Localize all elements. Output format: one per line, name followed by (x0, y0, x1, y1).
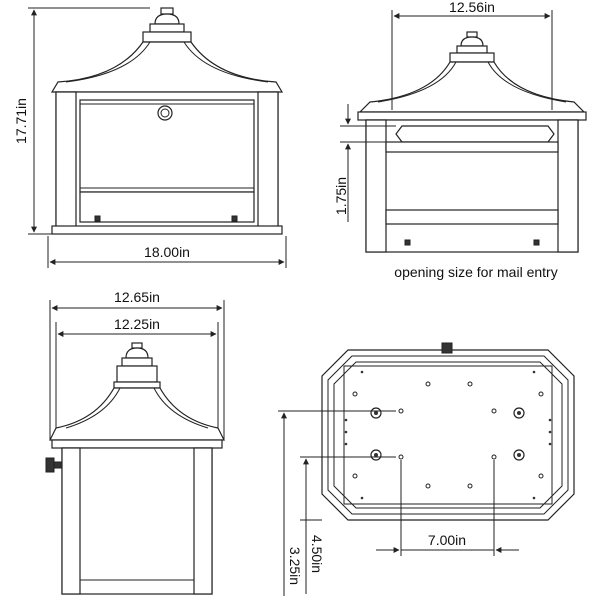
side-body (61, 447, 213, 595)
front-width-label: 18.00in (144, 244, 190, 260)
hole-spacing-h-label: 7.00in (428, 532, 466, 548)
hole-offset-label: 3.25in (287, 547, 303, 585)
side-opening-width-dimension: 12.56in (391, 0, 553, 110)
opening-height-label: 1.75in (333, 177, 349, 215)
side-roof (49, 387, 225, 441)
side-opening-finial (449, 31, 495, 63)
side-opening-view: 12.56in 1.75in opening size for mail ent… (333, 0, 587, 280)
side-inner-width-label: 12.25in (114, 316, 160, 332)
hole-offset-dimension: 3.25in (278, 410, 396, 596)
opening-height-dimension: 1.75in (333, 104, 396, 222)
bottom-outer-frame (321, 349, 575, 521)
small-holes (352, 381, 544, 489)
hole-spacing-h-dimension: 7.00in (376, 460, 519, 556)
front-door-lock (157, 105, 173, 121)
side-view: 12.65in 12.25in (45, 289, 225, 595)
side-opening-roof (358, 61, 586, 113)
side-outer-width-dimension: 12.65in (49, 289, 225, 440)
side-opening-width-label: 12.56in (449, 0, 495, 15)
front-roof (50, 41, 284, 93)
bottom-view: 7.00in 4.50in 3.25in (278, 342, 575, 596)
bottom-plate (343, 365, 553, 505)
hole-spacing-v-dimension: 4.50in (300, 456, 396, 594)
front-height-dimension: 17.71in (13, 7, 150, 235)
front-width-dimension: 18.00in (47, 236, 287, 268)
front-finial (142, 7, 192, 43)
bottom-knob (441, 342, 453, 354)
front-view: 17.71in 18.00in (13, 7, 287, 268)
side-outer-width-label: 12.65in (114, 289, 160, 305)
side-lock-knob (45, 457, 63, 473)
hole-spacing-v-label: 4.50in (309, 535, 325, 573)
mail-slot (395, 125, 555, 143)
front-height-label: 17.71in (13, 98, 29, 144)
side-finial (113, 342, 161, 389)
opening-caption: opening size for mail entry (394, 264, 557, 280)
side-inner-width-dimension: 12.25in (55, 316, 219, 428)
edge-dots (344, 370, 552, 500)
